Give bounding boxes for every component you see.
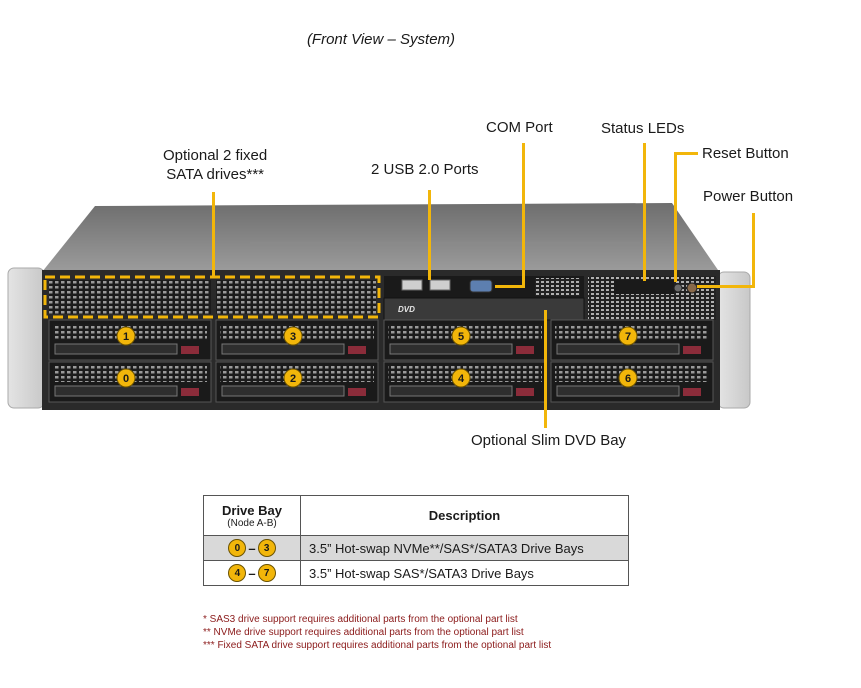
fixed-sata-outline xyxy=(43,275,381,319)
drive-tray-handle xyxy=(389,385,513,397)
drive-tray-latch xyxy=(181,346,199,354)
bay-badge: 4 xyxy=(228,564,247,582)
drive-tray-latch xyxy=(181,388,199,396)
drive-tray-latch xyxy=(348,346,366,354)
footnote-sas3: * SAS3 drive support requires additional… xyxy=(203,614,518,625)
header-drive-bay-sub: (Node A-B) xyxy=(227,517,277,529)
drive-tray-latch xyxy=(516,346,534,354)
drive-tray-handle xyxy=(54,343,178,355)
leader-power-h xyxy=(697,285,755,288)
fixed-sata-vent-right xyxy=(216,280,376,314)
table-row: 0–3 3.5” Hot-swap NVMe**/SAS*/SATA3 Driv… xyxy=(203,535,629,561)
power-button xyxy=(686,282,698,294)
diagram-title: (Front View – System) xyxy=(306,31,456,48)
fixed-sata-vent-left xyxy=(49,280,211,314)
bay-number-badge xyxy=(116,368,136,388)
drive-tray-latch xyxy=(516,388,534,396)
com-port xyxy=(469,279,493,293)
header-description: Description xyxy=(300,495,629,536)
fixed-sata-label: Optional 2 fixed SATA drives*** xyxy=(163,146,267,184)
bay-number-badge xyxy=(283,368,303,388)
reset-button xyxy=(673,283,683,293)
bay-description: 3.5” Hot-swap NVMe**/SAS*/SATA3 Drive Ba… xyxy=(300,535,629,561)
leader-reset-h xyxy=(674,152,698,155)
status-led-label: Status LEDs xyxy=(601,120,685,137)
bay-number-badge xyxy=(451,326,471,346)
header-drive-bay-text: Drive Bay xyxy=(222,502,282,518)
usb-port-2 xyxy=(429,279,451,291)
bay-badge: 0 xyxy=(228,539,247,557)
left-rack-ear xyxy=(7,267,45,409)
drive-bays: 1 3 5 7 0 2 4 6 xyxy=(48,319,714,403)
drive-tray-latch xyxy=(348,388,366,396)
leader-com-h xyxy=(495,285,525,288)
table-header-row: Drive Bay (Node A-B) Description xyxy=(203,495,629,536)
drive-tray-handle xyxy=(389,343,513,355)
leader-dvd xyxy=(544,310,547,428)
status-led-panel xyxy=(614,280,674,294)
dvd-bay-label: Optional Slim DVD Bay xyxy=(471,432,627,449)
bay-badge: 3 xyxy=(257,539,276,557)
bay-number-badge xyxy=(618,368,638,388)
bay-number-label: 0 xyxy=(123,373,129,385)
bay-number-label: 1 xyxy=(123,331,129,343)
right-rack-ear xyxy=(717,271,751,409)
bay-number-badge xyxy=(618,326,638,346)
bay-number-badge xyxy=(283,326,303,346)
drive-tray-handle xyxy=(221,385,345,397)
bay-description: 3.5” Hot-swap SAS*/SATA3 Drive Bays xyxy=(300,560,629,586)
leader-reset-v xyxy=(674,152,677,282)
leader-usb-left xyxy=(428,190,431,280)
bay-number-badge xyxy=(451,368,471,388)
bay-badge: 7 xyxy=(257,564,276,582)
drive-tray-handle xyxy=(556,385,680,397)
bay-range-cell: 4–7 xyxy=(203,560,301,586)
leader-com-v xyxy=(522,143,525,288)
usb-port-1 xyxy=(401,279,423,291)
server-front-view: DVD 1 3 5 7 0 2 4 6 xyxy=(7,203,751,410)
footnote-fixed-sata: *** Fixed SATA drive support requires ad… xyxy=(203,640,552,651)
drive-tray-handle xyxy=(221,343,345,355)
bay-number-label: 3 xyxy=(290,331,296,343)
bay-number-label: 7 xyxy=(625,331,631,343)
leader-power-v xyxy=(752,213,755,288)
drive-tray-handle xyxy=(54,385,178,397)
bay-number-badge xyxy=(116,326,136,346)
dvd-logo: DVD xyxy=(398,305,415,314)
leader-fixed-sata xyxy=(212,192,215,276)
reset-label: Reset Button xyxy=(702,145,789,162)
bay-number-label: 6 xyxy=(625,373,631,385)
table-row: 4–7 3.5” Hot-swap SAS*/SATA3 Drive Bays xyxy=(203,560,629,586)
drive-bay-table: Drive Bay (Node A-B) Description 0–3 3.5… xyxy=(203,495,629,586)
fixed-sata-label-line2: SATA drives*** xyxy=(166,166,265,183)
footnote-nvme: ** NVMe drive support requires additiona… xyxy=(203,627,524,638)
io-vent xyxy=(535,278,580,296)
drive-tray-handle xyxy=(556,343,680,355)
power-label: Power Button xyxy=(703,188,794,205)
usb-label: 2 USB 2.0 Ports xyxy=(371,161,479,178)
drive-tray-latch xyxy=(683,346,701,354)
chassis-top-cover xyxy=(42,203,718,272)
header-drive-bay: Drive Bay (Node A-B) xyxy=(203,495,301,536)
bay-number-label: 4 xyxy=(458,373,465,385)
fixed-sata-label-line1: Optional 2 fixed xyxy=(163,147,268,164)
drive-tray-latch xyxy=(683,388,701,396)
com-label: COM Port xyxy=(486,119,553,136)
bay-range-cell: 0–3 xyxy=(203,535,301,561)
bay-number-label: 5 xyxy=(458,331,464,343)
bay-number-label: 2 xyxy=(290,373,296,385)
leader-status xyxy=(643,143,646,281)
